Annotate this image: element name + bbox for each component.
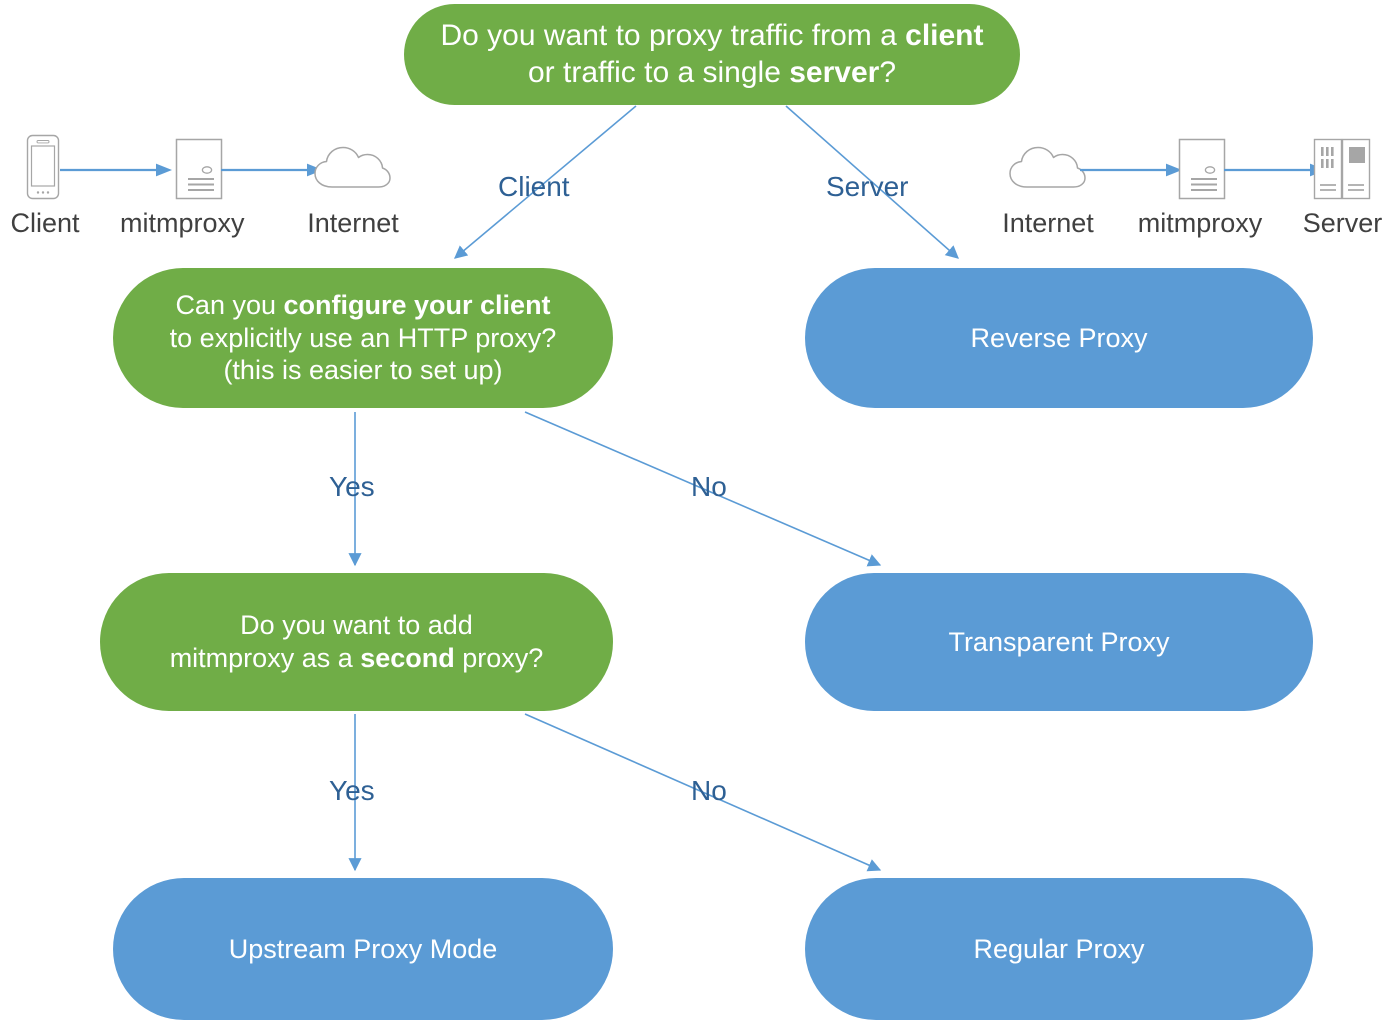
second-line2-a: mitmproxy as a (169, 643, 361, 673)
decision-node-second-text: Do you want to add mitmproxy as a second… (100, 609, 613, 675)
result-node-transparent-proxy-label: Transparent Proxy (948, 626, 1170, 657)
second-line2-emphasis: second (360, 643, 455, 673)
decision-node-root[interactable]: Do you want to proxy traffic from a clie… (404, 4, 1020, 105)
configure-line1-a: Can you (175, 289, 284, 320)
icon-caption-mitmproxy-left: mitmproxy (120, 208, 245, 238)
second-line2-c: proxy? (454, 643, 544, 673)
icon-row-server-flow: Internet mitmproxy Server (985, 132, 1392, 238)
edge-label-yes-second: Yes (329, 775, 375, 806)
cloud-icon (1009, 146, 1086, 188)
icon-caption-mitmproxy-right: mitmproxy (1137, 208, 1263, 238)
arrow-internet-to-mitmproxy-icon (1080, 163, 1182, 177)
decision-node-root-text: Do you want to proxy traffic from a clie… (404, 18, 1020, 91)
proxy-document-icon (1178, 138, 1226, 200)
edge-label-server: Server (826, 171, 909, 202)
icon-caption-internet-right: Internet (1002, 208, 1094, 238)
configure-line1-emphasis: configure your client (283, 289, 551, 320)
result-node-reverse-proxy-label: Reverse Proxy (970, 322, 1148, 353)
mobile-phone-icon (26, 134, 60, 200)
icon-group-client-flow: Client mitmproxy Internet (0, 132, 405, 238)
result-node-regular-proxy-label: Regular Proxy (973, 933, 1145, 964)
second-line1: Do you want to add (240, 610, 473, 641)
edge-label-no-configure: No (691, 471, 727, 502)
server-rack-icon (1313, 138, 1371, 200)
cloud-icon (314, 146, 391, 188)
result-node-regular-proxy[interactable]: Regular Proxy (805, 878, 1313, 1020)
root-line2-c: ? (879, 55, 897, 89)
arrow-client-to-mitmproxy-icon (60, 163, 172, 177)
icon-group-server-flow: Internet mitmproxy Server (985, 132, 1392, 238)
root-line2-emphasis: server (789, 55, 880, 89)
icon-caption-server: Server (1302, 208, 1383, 238)
root-line1-a: Do you want to proxy traffic from a (440, 18, 906, 52)
icon-row-client-flow: Client mitmproxy Internet (0, 132, 405, 238)
root-line2-a: or traffic to a single (527, 55, 790, 89)
result-node-transparent-proxy[interactable]: Transparent Proxy (805, 573, 1313, 711)
result-node-upstream-proxy-mode-label: Upstream Proxy Mode (228, 933, 498, 964)
configure-line3: (this is easier to set up) (223, 355, 503, 386)
icon-caption-client: Client (10, 208, 80, 238)
decision-node-second-proxy[interactable]: Do you want to add mitmproxy as a second… (100, 573, 613, 711)
proxy-document-icon (175, 138, 223, 200)
edge-label-no-second: No (691, 775, 727, 806)
edge-label-yes-configure: Yes (329, 471, 375, 502)
icon-caption-internet-left: Internet (307, 208, 399, 238)
root-line1-emphasis: client (905, 18, 984, 52)
edge-label-client: Client (498, 171, 570, 202)
decision-node-configure-client[interactable]: Can you configure your client to explici… (113, 268, 613, 408)
result-node-reverse-proxy[interactable]: Reverse Proxy (805, 268, 1313, 408)
configure-line2: to explicitly use an HTTP proxy? (169, 322, 557, 353)
decision-node-configure-text: Can you configure your client to explici… (113, 289, 613, 388)
result-node-upstream-proxy-mode[interactable]: Upstream Proxy Mode (113, 878, 613, 1020)
